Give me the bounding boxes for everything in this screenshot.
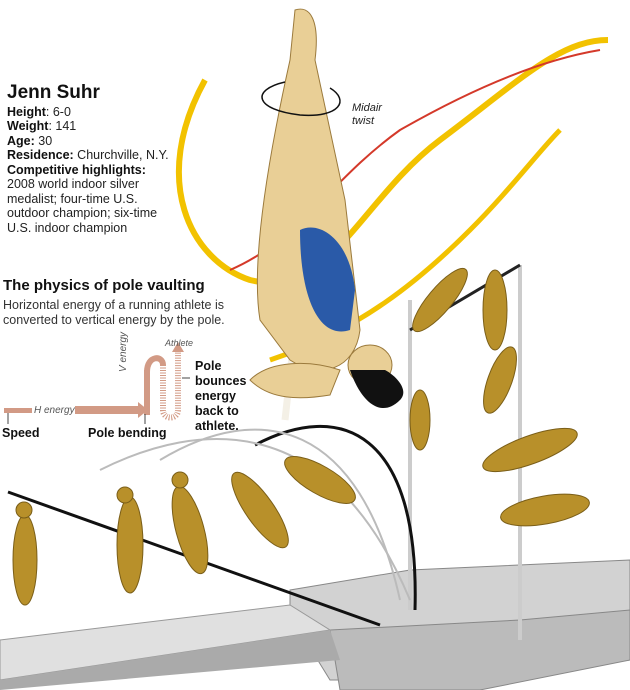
athlete-name: Jenn Suhr bbox=[7, 82, 100, 103]
height-row: Height: 6-0 bbox=[7, 105, 177, 120]
bounce-line: energy bbox=[195, 389, 236, 403]
h-energy-label: H energy bbox=[34, 405, 75, 416]
pole-bent bbox=[254, 424, 417, 611]
pole-bending-label: Pole bending bbox=[88, 426, 167, 440]
landing-mat bbox=[0, 559, 630, 690]
athlete-bio: Jenn Suhr Height: 6-0 Weight: 141 Age: 3… bbox=[7, 82, 177, 235]
bounce-line: bounces bbox=[195, 374, 247, 388]
weight-row: Weight: 141 bbox=[7, 119, 177, 134]
physics-section: The physics of pole vaulting Horizontal … bbox=[3, 277, 263, 328]
athlete-label: Athlete bbox=[165, 338, 194, 348]
height-value: : 6-0 bbox=[45, 104, 71, 119]
bounce-line: back to bbox=[195, 404, 239, 418]
vault-sequence-figures bbox=[12, 267, 590, 606]
age-value: 30 bbox=[34, 133, 53, 148]
age-label: Age: bbox=[7, 133, 35, 148]
main-athlete bbox=[249, 8, 404, 421]
age-row: Age: 30 bbox=[7, 134, 177, 149]
twist-arrow bbox=[261, 81, 341, 117]
midair-line2: twist bbox=[352, 115, 374, 127]
physics-title: The physics of pole vaulting bbox=[3, 277, 205, 294]
weight-value: : 141 bbox=[48, 119, 77, 133]
midair-line1: Midair bbox=[352, 102, 382, 114]
highlights-label: Competitive highlights: bbox=[7, 162, 146, 177]
residence-label: Residence: bbox=[7, 148, 74, 162]
residence-row: Residence: Churchville, N.Y. bbox=[7, 148, 177, 163]
speed-label: Speed bbox=[2, 426, 40, 440]
bounce-line: athlete. bbox=[195, 419, 239, 433]
pole-bounces-label: Pole bounces energy back to athlete. bbox=[195, 359, 246, 434]
residence-value: Churchville, N.Y. bbox=[73, 148, 169, 162]
bounce-line: Pole bbox=[195, 359, 222, 373]
physics-description: Horizontal energy of a running athlete i… bbox=[3, 298, 225, 327]
energy-diagram bbox=[4, 342, 190, 424]
weight-label: Weight bbox=[7, 119, 49, 133]
highlights-text: 2008 world indoor silver medalist; four-… bbox=[7, 177, 158, 235]
v-energy-label: V energy bbox=[118, 331, 129, 372]
height-label: Height bbox=[7, 104, 46, 119]
yellow-ribbon bbox=[175, 37, 609, 286]
